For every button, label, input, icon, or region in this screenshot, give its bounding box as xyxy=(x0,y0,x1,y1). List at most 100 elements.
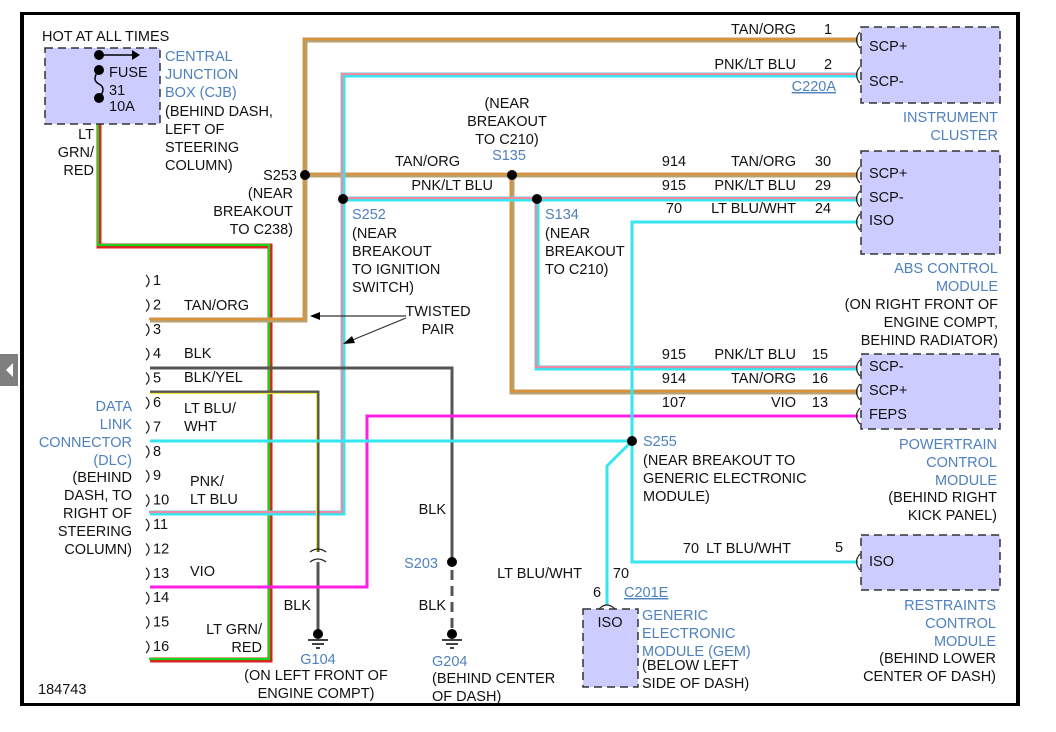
pin-number: 15 xyxy=(812,347,828,363)
powertrain-control-module xyxy=(860,353,1001,430)
gem-location: (BELOW LEFT xyxy=(642,658,739,674)
wire-label: BLK xyxy=(419,502,447,518)
connector-c201e-link[interactable]: C201E xyxy=(624,585,669,601)
s255-note: MODULE) xyxy=(643,489,710,505)
s252-note: (NEAR xyxy=(352,226,397,242)
wire-label: WHT xyxy=(184,419,217,435)
dlc-pin-number: 16 xyxy=(153,639,169,655)
dlc-pin-icon xyxy=(145,396,150,410)
wire-pnk-pcm-tracer xyxy=(534,199,858,371)
dlc-pin-icon xyxy=(145,347,150,361)
pin-number: 16 xyxy=(812,371,828,387)
fuse-number: 31 xyxy=(109,83,125,99)
instrument-cluster-name: CLUSTER xyxy=(930,128,998,144)
dlc-pin-icon xyxy=(145,640,150,654)
twisted-pair-label: PAIR xyxy=(422,322,455,338)
wire-label: PNK/LT BLU xyxy=(714,178,796,194)
wire-color-label: RED xyxy=(63,163,94,179)
dlc-pin-number: 15 xyxy=(153,615,169,631)
pin-number: 1 xyxy=(824,22,832,38)
dlc-pin-number: 4 xyxy=(153,346,161,362)
dlc-pin-number: 12 xyxy=(153,541,169,557)
inline-connector-icon xyxy=(309,548,327,553)
wire-lt-grn-red xyxy=(96,123,271,661)
pin-signal: SCP- xyxy=(869,359,904,375)
pin-signal: ISO xyxy=(598,615,623,631)
s203-splice xyxy=(447,557,457,567)
wire-label: TAN/ORG xyxy=(731,154,796,170)
s252-splice xyxy=(338,194,348,204)
pcm-name: POWERTRAIN xyxy=(899,437,997,453)
connector-pin-icon xyxy=(855,359,861,377)
s253-note: BREAKOUT xyxy=(213,204,293,220)
wires xyxy=(96,37,858,663)
pcm-location: (BEHIND RIGHT xyxy=(888,490,997,506)
connector-pin-icon xyxy=(855,166,861,184)
connector-pin-icon xyxy=(855,383,861,401)
circuit-number: 915 xyxy=(662,178,686,194)
dlc-pin-number: 10 xyxy=(153,493,169,509)
s253-note: TO C238) xyxy=(230,222,293,238)
abs-name: MODULE xyxy=(936,279,998,295)
fuse-node xyxy=(94,50,104,60)
wire-label: LT BLU/WHT xyxy=(711,201,796,217)
wire-label: PNK/ xyxy=(190,474,225,490)
s252-label: S252 xyxy=(352,207,386,223)
labels: HOT AT ALL TIMESFUSE3110ACENTRALJUNCTION… xyxy=(38,22,998,705)
figure-id: 184743 xyxy=(38,682,86,698)
dlc-pin-icon xyxy=(145,420,150,434)
wire-pnk-ic xyxy=(149,72,857,514)
s135-splice xyxy=(507,170,517,180)
rcm-location: CENTER OF DASH) xyxy=(863,669,996,685)
pin-number: 13 xyxy=(812,395,828,411)
s255-note: (NEAR BREAKOUT TO xyxy=(643,453,795,469)
wire-tan-org-pcm xyxy=(509,174,857,393)
arrow-left-icon xyxy=(310,312,320,320)
dlc-pin-number: 3 xyxy=(153,322,161,338)
dlc-pin-icon xyxy=(145,274,150,288)
wire-label: LT BLU/WHT xyxy=(706,541,791,557)
circuit-number: 915 xyxy=(662,347,686,363)
pin-number: 29 xyxy=(815,178,831,194)
cjb-name: JUNCTION xyxy=(165,67,238,83)
dlc-name: LINK xyxy=(100,417,133,433)
s135-note: TO C210) xyxy=(475,132,538,148)
wire-pnk-pcm xyxy=(534,198,857,369)
s255-label: S255 xyxy=(643,434,677,450)
wire-blk-pin4 xyxy=(150,366,454,562)
wire-label: BLK xyxy=(284,598,312,614)
cjb-location: (BEHIND DASH, xyxy=(165,104,273,120)
ground-g104-node xyxy=(313,629,323,639)
g204-location: OF DASH) xyxy=(432,689,501,705)
wire-label: VIO xyxy=(190,564,215,580)
wire-label: RED xyxy=(231,640,262,656)
pin-number: 30 xyxy=(815,154,831,170)
connector-pin-icon xyxy=(855,66,861,84)
gem-name: ELECTRONIC xyxy=(642,626,735,642)
gem-name: MODULE (GEM) xyxy=(642,644,751,660)
s135-note: BREAKOUT xyxy=(467,114,547,130)
s134-note: (NEAR xyxy=(545,226,590,242)
dlc-pin-number: 6 xyxy=(153,395,161,411)
wire-label: TAN/ORG xyxy=(395,154,460,170)
wire-label: TAN/ORG xyxy=(731,371,796,387)
connector-c220a-link[interactable]: C220A xyxy=(792,79,837,95)
wire-blk-yel xyxy=(150,390,320,552)
connector-pin-icon xyxy=(855,553,861,571)
rcm-name: RESTRAINTS xyxy=(904,598,996,614)
pcm-name: MODULE xyxy=(935,473,997,489)
pin-signal: SCP+ xyxy=(869,166,907,182)
wire-label: PNK/LT BLU xyxy=(714,347,796,363)
cjb-name: CENTRAL xyxy=(165,49,233,65)
circuit-number: 107 xyxy=(662,395,686,411)
wire-label: PNK/LT BLU xyxy=(714,57,796,73)
wire-label: LT BLU xyxy=(190,492,238,508)
hot-at-all-times-label: HOT AT ALL TIMES xyxy=(42,29,169,45)
pin-signal: SCP- xyxy=(869,190,904,206)
dlc-pin-icon xyxy=(145,372,150,386)
fuse-icon xyxy=(94,69,104,99)
fuse-label: FUSE xyxy=(109,65,148,81)
s134-note: BREAKOUT xyxy=(545,244,625,260)
s255-note: GENERIC ELECTRONIC xyxy=(643,471,807,487)
previous-page-button[interactable] xyxy=(0,354,18,386)
